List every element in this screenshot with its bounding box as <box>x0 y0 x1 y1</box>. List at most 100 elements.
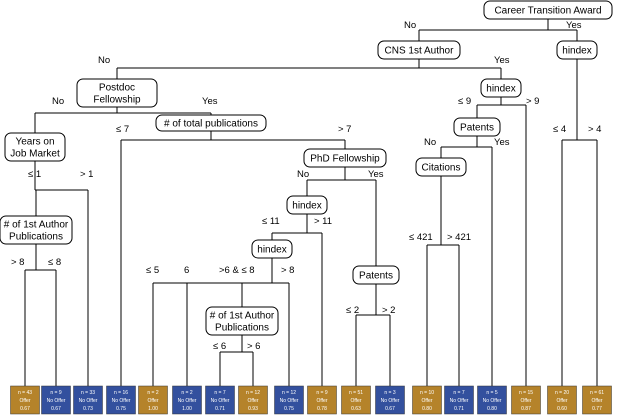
node-hindex_mid: hindex <box>480 78 522 98</box>
edge-label-phd_no: No <box>297 169 309 180</box>
leaf-box-no_offer <box>106 385 136 415</box>
node-label: Patents <box>359 271 393 282</box>
leaf-value: 0.63 <box>351 406 361 412</box>
leaf-box-offer <box>582 385 612 415</box>
node-box <box>155 114 267 132</box>
edge-label-tp_le: ≤ 7 <box>116 124 129 135</box>
edge-label-postdoc_no: No <box>52 96 64 107</box>
leaf-outcome: Offer <box>316 398 327 404</box>
node-cns: CNS 1st Author <box>377 40 461 60</box>
leaf-value: 0.67 <box>51 406 61 412</box>
leaf-value: 0.80 <box>487 406 497 412</box>
edge-label-pat2_gt: > 2 <box>382 305 395 316</box>
node-citations: Citations <box>415 157 467 177</box>
edge-label-cns_no: No <box>98 55 110 66</box>
node-label: Patents <box>460 123 494 134</box>
leaf-n: n = 7 <box>214 390 225 396</box>
node-label: Publications <box>215 323 269 334</box>
leaf-n: n = 12 <box>282 390 296 396</box>
leaf-box-no_offer <box>444 385 474 415</box>
leaf-outcome: Offer <box>19 398 30 404</box>
node-label: # of total publications <box>164 119 258 130</box>
edge-label-career_yes: Yes <box>566 20 582 31</box>
edge-label-postdoc_yes: Yes <box>202 96 218 107</box>
leaf-value: 0.67 <box>20 406 30 412</box>
leaf-outcome: Offer <box>591 398 602 404</box>
leaf-value: 0.78 <box>317 406 327 412</box>
leaf-value: 0.87 <box>521 406 531 412</box>
leaf-value: 0.60 <box>557 406 567 412</box>
edge-label-ha_gt: > 11 <box>314 216 332 227</box>
leaf-box-offer <box>511 385 541 415</box>
leaf-box-no_offer <box>41 385 71 415</box>
node-box <box>556 40 598 60</box>
leaf-box-offer <box>138 385 168 415</box>
node-label: hindex <box>292 201 321 212</box>
node-patents1: Patents <box>453 117 501 137</box>
leaf-n: n = 43 <box>18 390 32 396</box>
leaf-outcome: No Offer <box>381 398 400 404</box>
leaf-n: n = 2 <box>147 390 158 396</box>
leaf-outcome: No Offer <box>211 398 230 404</box>
edge-label-career_no: No <box>404 20 416 31</box>
node-box <box>303 148 387 168</box>
edge-label-tp_gt: > 7 <box>338 124 351 135</box>
leaf-outcome: No Offer <box>112 398 131 404</box>
leaf-outcome: No Offer <box>450 398 469 404</box>
node-label: Job Market <box>10 149 60 160</box>
edge-label-cns_yes: Yes <box>494 55 510 66</box>
leaf-outcome: Offer <box>556 398 567 404</box>
leaf-node: n = 43 Offer 0.67 <box>10 385 40 415</box>
tree-edges <box>24 19 598 386</box>
leaf-n: n = 33 <box>81 390 95 396</box>
node-hindex_a: hindex <box>286 195 328 215</box>
tree-leaves: n = 43 Offer 0.67 n = 9 No Offer 0.67 n = 33 No… <box>10 385 612 415</box>
node-box <box>483 0 613 20</box>
edge-label-ha_le: ≤ 11 <box>262 216 280 227</box>
leaf-n: n = 20 <box>555 390 569 396</box>
edge-label-fa2_gt: > 6 <box>247 341 260 352</box>
leaf-outcome: No Offer <box>483 398 502 404</box>
leaf-value: 0.77 <box>592 406 602 412</box>
leaf-box-offer <box>238 385 268 415</box>
leaf-outcome: Offer <box>350 398 361 404</box>
edge-label-years_le: ≤ 1 <box>28 169 41 180</box>
leaf-box-no_offer <box>73 385 103 415</box>
leaf-box-no_offer <box>172 385 202 415</box>
leaf-value: 1.00 <box>148 406 158 412</box>
leaf-box-offer <box>547 385 577 415</box>
leaf-value: 0.93 <box>248 406 258 412</box>
leaf-n: n = 7 <box>453 390 464 396</box>
edge-label-hb_le5: ≤ 5 <box>146 265 159 276</box>
edge-label-fa1_le: ≤ 8 <box>48 257 61 268</box>
leaf-box-no_offer <box>205 385 235 415</box>
edge-label-pat1_no: No <box>424 137 436 148</box>
leaf-outcome: Offer <box>421 398 432 404</box>
edge-label-hb_gt8: > 8 <box>281 265 294 276</box>
leaf-n: n = 10 <box>420 390 434 396</box>
leaf-outcome: No Offer <box>47 398 66 404</box>
leaf-outcome: Offer <box>147 398 158 404</box>
node-career: Career Transition Award <box>483 0 613 20</box>
node-box <box>415 157 467 177</box>
leaf-n: n = 9 <box>316 390 327 396</box>
node-totalpubs: # of total publications <box>155 114 267 132</box>
node-box <box>0 215 73 245</box>
edge-label-hr_le: ≤ 4 <box>553 124 566 135</box>
leaf-value: 0.67 <box>385 406 395 412</box>
leaf-n: n = 9 <box>50 390 61 396</box>
leaf-outcome: No Offer <box>79 398 98 404</box>
leaf-value: 1.00 <box>182 406 192 412</box>
node-hindex_right: hindex <box>556 40 598 60</box>
edge-label-phd_yes: Yes <box>368 169 384 180</box>
